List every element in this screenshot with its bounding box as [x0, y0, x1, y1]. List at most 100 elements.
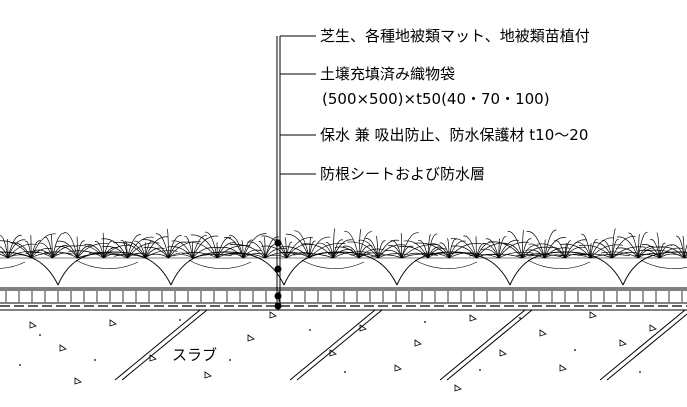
soil-bag-fold: [0, 261, 26, 269]
grass-blade: [223, 237, 244, 259]
slab-hatch-line: [599, 309, 686, 381]
soil-bag-outline: [509, 251, 624, 286]
grass-blade: [103, 244, 132, 259]
grass-blade: [317, 242, 334, 259]
grass-blade: [0, 235, 9, 259]
grass-blade: [638, 249, 660, 259]
grass-blade: [593, 242, 613, 259]
slab-aggregate-mark: [589, 311, 597, 319]
grass-blade: [504, 243, 523, 259]
grass-blade: [33, 249, 53, 259]
slab-dot: [19, 364, 21, 366]
grass-blade: [265, 252, 296, 259]
grass-blade: [439, 242, 450, 259]
grass-blade: [427, 246, 442, 259]
grass-blade: [25, 240, 32, 259]
grass-blade: [50, 234, 53, 259]
grass-blade: [190, 234, 218, 259]
grass-blade: [30, 240, 42, 259]
soil-bag-fold: [188, 259, 252, 269]
grass-blade: [167, 246, 193, 259]
grass-blade: [55, 246, 78, 259]
grass-blade: [611, 228, 617, 259]
grass-blade: [52, 245, 68, 259]
grass-blade: [669, 244, 685, 259]
grass-blade: [172, 254, 193, 259]
grass-blade: [30, 233, 56, 259]
grass-blade: [263, 236, 266, 259]
grass-blade: [94, 241, 105, 259]
slab-aggregate-mark: [149, 354, 157, 362]
grass-blade: [308, 236, 331, 259]
grass-blade: [205, 231, 218, 259]
leader-lines: [274, 35, 316, 310]
grass-blade: [327, 252, 360, 259]
label-root-barrier: 防根シートおよび防水層: [320, 165, 486, 183]
grass-blade: [10, 242, 32, 259]
grass-blade: [192, 235, 219, 259]
grass-blade: [222, 253, 244, 259]
label-slab: スラブ: [172, 346, 218, 364]
grass-blade: [155, 233, 169, 259]
label-soil-bag-size: (500×500)×t50(40・70・100): [322, 90, 550, 108]
grass-blade: [216, 245, 251, 259]
grass-blade: [68, 250, 104, 259]
grass-blade: [261, 235, 287, 259]
grass-blade: [145, 250, 178, 259]
grass-blade: [498, 241, 529, 259]
slab-aggregate-mark: [74, 377, 82, 385]
grass-blade: [168, 235, 182, 259]
slab-aggregate-mark: [539, 329, 547, 337]
grass-blade: [325, 242, 334, 259]
slab-aggregate-mark: [329, 349, 337, 357]
grass-blade: [480, 248, 499, 259]
soil-bag-outline: [396, 251, 511, 286]
label-turf: 芝生、各種地被類マット、地被類苗植付: [320, 27, 590, 45]
grass-blade: [101, 246, 128, 259]
grass-blade: [451, 245, 477, 259]
grass-blade: [52, 232, 65, 259]
grass-blade: [76, 245, 105, 259]
grass-blade: [644, 249, 685, 259]
grass-blade: [171, 240, 193, 259]
grass-blade: [308, 236, 312, 259]
grass-blade: [293, 253, 334, 259]
grass-blade: [498, 251, 534, 259]
grass-blade: [182, 252, 218, 259]
grass-blade: [7, 251, 40, 259]
grass-blade: [448, 238, 457, 259]
grass-blade: [258, 241, 266, 259]
grass-blade: [142, 239, 169, 259]
grass-blade: [183, 241, 218, 259]
grass-blade: [7, 239, 26, 259]
grass-blade: [515, 254, 545, 259]
grass-blade: [659, 247, 684, 259]
grass-blade: [481, 243, 499, 259]
soil-bag-fold: [75, 259, 139, 269]
grass-blade: [564, 246, 586, 259]
grass-blade: [334, 246, 360, 259]
grass-blade: [261, 245, 287, 259]
slab-dot: [519, 317, 521, 319]
slab-dot: [344, 371, 346, 373]
grass-blade: [144, 247, 165, 259]
grass-blade: [390, 240, 402, 259]
slab-hatch-line: [446, 309, 533, 381]
grass-blade: [659, 242, 666, 259]
grass-blade: [590, 237, 615, 259]
grass-blade: [427, 234, 432, 259]
slab-aggregate-mark: [499, 349, 507, 357]
grass-blade: [601, 239, 613, 259]
grass-blade: [44, 236, 53, 259]
soil-bag-outline: [0, 251, 59, 286]
grass-blade: [77, 243, 109, 259]
grass-blade: [350, 253, 379, 259]
grass-blade: [528, 254, 566, 259]
grass-blade: [52, 252, 73, 259]
leader-point-marker: [274, 239, 282, 247]
soil-bag-fold: [640, 259, 687, 269]
concrete-slab-layer: [0, 309, 687, 392]
grass-blade: [601, 251, 639, 259]
grass-blade: [578, 244, 613, 259]
grass-blade: [403, 240, 429, 259]
